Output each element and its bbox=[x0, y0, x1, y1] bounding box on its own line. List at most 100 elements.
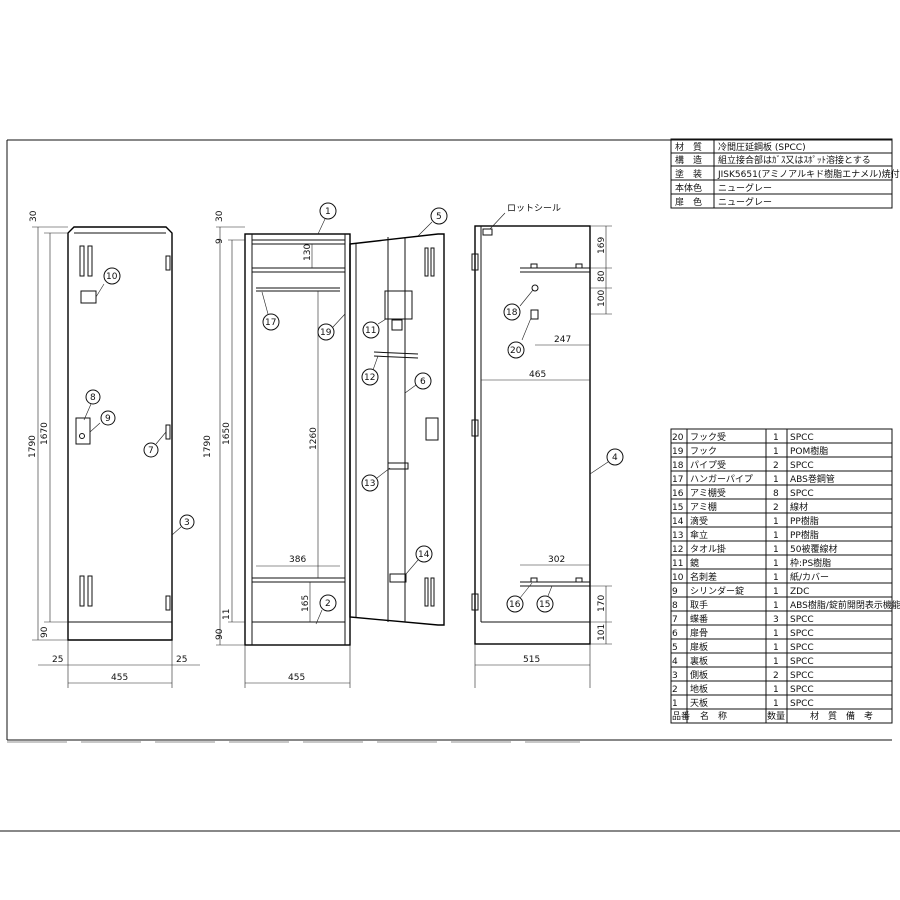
part-qty: 2 bbox=[773, 461, 779, 471]
part-name: パイプ受 bbox=[690, 459, 726, 471]
sheet-frame bbox=[0, 139, 900, 832]
dimensions: 30 1790 1670 90 25 25 455 bbox=[28, 210, 200, 688]
dim-label: 30 bbox=[29, 210, 39, 222]
part-name: 裏板 bbox=[690, 655, 708, 667]
part-no: 11 bbox=[672, 559, 683, 569]
callout-label: 3 bbox=[184, 518, 190, 528]
dim-label: 455 bbox=[111, 673, 128, 683]
dim-label: 465 bbox=[529, 370, 546, 380]
part-qty: 1 bbox=[773, 447, 779, 457]
callout-label: 4 bbox=[612, 453, 618, 463]
part-material: ABS巻鋼管 bbox=[790, 473, 835, 485]
part-no: 10 bbox=[672, 573, 684, 583]
hinge-icon bbox=[165, 424, 171, 440]
part-material: SPCC bbox=[790, 699, 814, 709]
spec-label: 塗 装 bbox=[675, 168, 702, 180]
parts-header-qty: 数量 bbox=[767, 710, 785, 722]
spec-label: 本体色 bbox=[675, 182, 702, 194]
part-material: SPCC bbox=[790, 671, 814, 681]
hinge-icon bbox=[471, 593, 479, 611]
part-no: 3 bbox=[672, 671, 678, 681]
interior-view: 130 1260 386 165 30 9 1790 1650 11 90 45… bbox=[203, 202, 448, 688]
callout-label: 16 bbox=[509, 600, 521, 610]
callout-label: 9 bbox=[105, 414, 111, 424]
pipe-holder-icon bbox=[531, 284, 539, 292]
dim-label: 130 bbox=[303, 244, 313, 261]
dim-label: 25 bbox=[176, 655, 187, 665]
part-qty: 1 bbox=[773, 643, 779, 653]
callout-label: 17 bbox=[265, 318, 276, 328]
part-no: 12 bbox=[672, 545, 683, 555]
dim-label: 169 bbox=[597, 237, 607, 254]
dim-label: 25 bbox=[52, 655, 63, 665]
part-material: SPCC bbox=[790, 685, 814, 695]
part-material: PP樹脂 bbox=[790, 529, 819, 541]
part-name: 側板 bbox=[690, 669, 708, 681]
part-material: SPCC bbox=[790, 615, 814, 625]
hinge-icon bbox=[165, 255, 171, 271]
part-qty: 2 bbox=[773, 671, 779, 681]
part-no: 1 bbox=[672, 699, 678, 709]
parts-header-name: 名 称 bbox=[700, 710, 727, 722]
part-name: 扉板 bbox=[690, 641, 708, 653]
vent-slots-top bbox=[79, 245, 93, 607]
part-qty: 1 bbox=[773, 531, 779, 541]
callout-label: 1 bbox=[325, 207, 331, 217]
part-qty: 1 bbox=[773, 559, 779, 569]
part-no: 17 bbox=[672, 475, 683, 485]
part-material: PP樹脂 bbox=[790, 515, 819, 527]
part-name: 鏡 bbox=[690, 557, 699, 569]
part-material: SPCC bbox=[790, 433, 814, 443]
part-qty: 8 bbox=[773, 489, 779, 499]
dim-label: 455 bbox=[288, 673, 305, 683]
part-name: 蝶番 bbox=[690, 613, 708, 625]
dim-label: 302 bbox=[548, 555, 565, 565]
part-name: フック bbox=[690, 446, 717, 457]
side-view: ロットシール 169 80 100 247 465 302 17 bbox=[471, 204, 624, 688]
part-qty: 1 bbox=[773, 629, 779, 639]
part-no: 19 bbox=[672, 447, 684, 457]
part-name: 滴受 bbox=[690, 515, 708, 527]
parts-header-material: 材 質 備 考 bbox=[810, 710, 873, 722]
part-qty: 1 bbox=[773, 517, 779, 527]
drip-tray-icon bbox=[389, 573, 407, 583]
dim-label: 90 bbox=[40, 626, 50, 638]
part-material: ABS樹脂/錠前開閉表示機能付 bbox=[790, 599, 900, 611]
callout-label: 8 bbox=[90, 393, 96, 403]
part-no: 16 bbox=[672, 489, 684, 499]
spec-label: 扉 色 bbox=[675, 196, 702, 208]
dim-label: 1670 bbox=[40, 422, 50, 445]
part-no: 9 bbox=[672, 587, 678, 597]
umbrella-stand-icon bbox=[387, 462, 409, 470]
part-qty: 1 bbox=[773, 545, 779, 555]
part-name: タオル掛 bbox=[690, 543, 726, 555]
callout-label: 5 bbox=[436, 212, 442, 222]
part-qty: 2 bbox=[773, 503, 779, 513]
part-name: 扉骨 bbox=[690, 627, 708, 639]
dim-label: 1790 bbox=[28, 435, 38, 458]
hinge-icon bbox=[471, 253, 479, 271]
part-name: シリンダー錠 bbox=[690, 585, 744, 597]
part-material: SPCC bbox=[790, 461, 814, 471]
callouts: 1 17 19 2 5 11 12 6 13 bbox=[261, 202, 448, 625]
spec-value: 組立接合部はｶﾞｽ又はｽﾎﾟｯﾄ溶接とする bbox=[718, 154, 871, 166]
dim-label: 80 bbox=[597, 270, 607, 282]
hinge-icon bbox=[471, 419, 479, 437]
dim-label: 515 bbox=[523, 655, 540, 665]
handle-icon bbox=[75, 417, 91, 445]
part-material: 線材 bbox=[790, 501, 808, 513]
dim-label: 9 bbox=[215, 238, 225, 244]
part-qty: 3 bbox=[773, 615, 779, 625]
dim-label: 101 bbox=[597, 624, 607, 641]
dim-label: 1650 bbox=[222, 422, 232, 445]
part-material: 枠:PS樹脂 bbox=[790, 557, 831, 569]
mirror-icon bbox=[384, 290, 413, 320]
part-material: 紙/カバー bbox=[790, 571, 829, 583]
callout-label: 12 bbox=[364, 373, 375, 383]
spec-value: ニューグレー bbox=[718, 182, 772, 194]
part-name: アミ棚受 bbox=[690, 487, 726, 499]
spec-label: 構 造 bbox=[675, 154, 702, 166]
part-qty: 1 bbox=[773, 699, 779, 709]
part-name: アミ棚 bbox=[690, 501, 717, 513]
